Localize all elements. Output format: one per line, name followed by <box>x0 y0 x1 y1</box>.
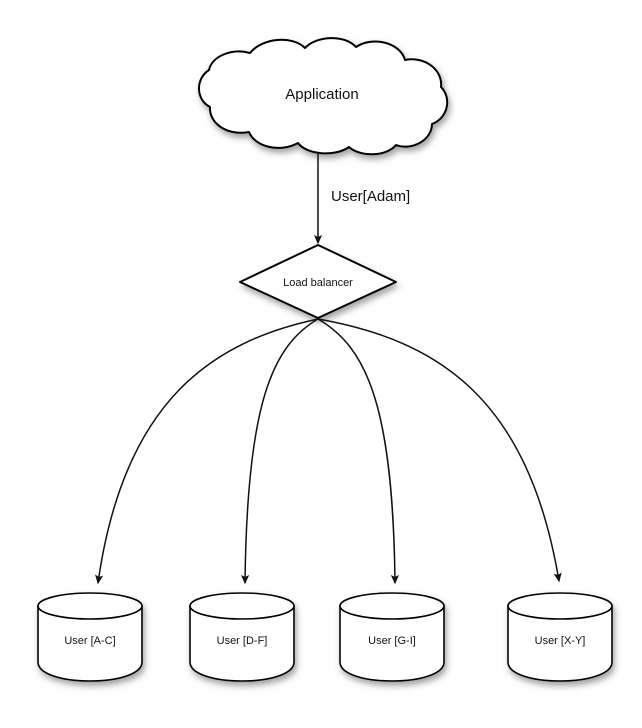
balancer-to-shard-1-arrow <box>95 318 319 585</box>
balancer-to-shard-2-arrow <box>240 318 319 585</box>
shard-1-label: User [A-C] <box>64 635 115 647</box>
load-balancer-label: Load balancer <box>283 277 353 289</box>
shard-4-label: User [X-Y] <box>535 635 586 647</box>
cylinder-3-top <box>339 592 445 620</box>
node-load-balancer[interactable]: Load balancer <box>239 244 397 319</box>
cylinder-4-top <box>507 592 613 620</box>
shard-2-label: User [D-F] <box>217 635 268 647</box>
diamond-shape <box>239 244 397 319</box>
edges-balancer-to-shards <box>95 318 562 585</box>
node-shard-3[interactable]: User [G-I] <box>339 592 445 682</box>
node-shard-4[interactable]: User [X-Y] <box>507 592 613 682</box>
node-shard-2[interactable]: User [D-F] <box>189 592 295 682</box>
cloud-shape <box>198 37 449 156</box>
balancer-to-shard-4-arrow <box>317 318 562 583</box>
cylinder-1-top <box>37 592 143 620</box>
cylinder-2-body <box>189 605 295 682</box>
cylinder-2-top <box>189 592 295 620</box>
cylinder-4-body <box>507 605 613 682</box>
cylinder-1-body <box>37 605 143 682</box>
application-label: Application <box>285 86 358 103</box>
shard-3-label: User [G-I] <box>368 635 416 647</box>
edge-application-to-balancer: User[Adam] <box>313 152 410 245</box>
node-shard-1[interactable]: User [A-C] <box>37 592 143 682</box>
edge-label-user-adam: User[Adam] <box>331 188 410 205</box>
cylinder-3-body <box>339 605 445 682</box>
node-application[interactable]: Application <box>198 37 449 156</box>
balancer-to-shard-3-arrow <box>317 318 400 585</box>
